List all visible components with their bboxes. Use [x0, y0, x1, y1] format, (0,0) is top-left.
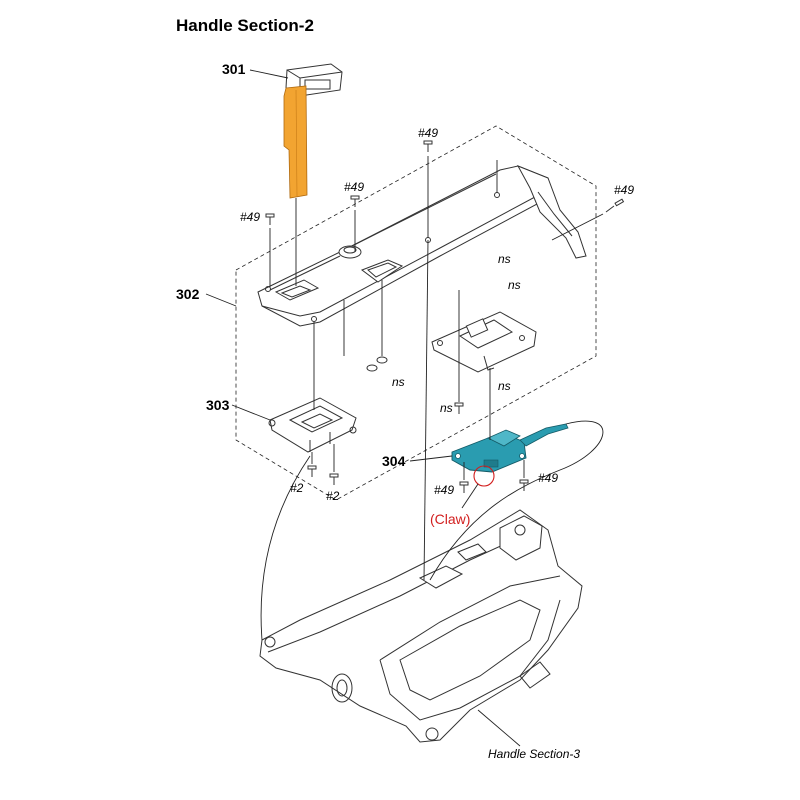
screw-49-right — [605, 198, 625, 213]
screw-49-lower-left — [459, 481, 469, 493]
label-claw: (Claw) — [430, 511, 470, 527]
label-screw-49-right: #49 — [614, 183, 634, 197]
label-ns-cover: ns — [498, 252, 511, 266]
label-ns-washer: ns — [392, 375, 405, 389]
part-303-bracket — [268, 397, 357, 453]
screw-49-mid-left — [350, 195, 360, 207]
label-screw-49-mid-left: #49 — [344, 180, 364, 194]
label-screw-49-lower-left: #49 — [434, 483, 454, 497]
label-screw-2-right: #2 — [326, 489, 340, 503]
assembly-302-boundary — [235, 125, 597, 501]
label-screw-2-left: #2 — [290, 481, 304, 495]
label-leaders — [205, 69, 521, 747]
screw-49-far-left — [265, 213, 275, 225]
label-part-301: 301 — [222, 61, 246, 77]
part-304-teal-module — [451, 423, 569, 473]
screw-49-top-center — [423, 140, 433, 152]
part-302-handle-cover — [257, 165, 587, 327]
label-screw-49-top-center: #49 — [418, 126, 438, 140]
label-ns-right: ns — [498, 379, 511, 393]
screw-2-left — [307, 465, 317, 477]
flex-cable-ribbon — [283, 85, 308, 199]
label-handle-section-3: Handle Section-3 — [488, 747, 580, 761]
label-ns-bracket: ns — [508, 278, 521, 292]
part-301-flex-cable — [283, 63, 343, 199]
label-ns-screw: ns — [440, 401, 453, 415]
screw-group — [265, 140, 625, 493]
label-part-302: 302 — [176, 286, 200, 302]
ns-bracket — [431, 311, 537, 373]
screw-ns — [454, 402, 464, 414]
label-screw-49-far-left: #49 — [240, 210, 260, 224]
screw-2-right — [329, 473, 339, 485]
handle-body-section-3 — [259, 509, 583, 743]
assembly-guide-lines — [260, 156, 604, 641]
label-screw-49-lower-right: #49 — [538, 471, 558, 485]
claw-leader — [461, 483, 479, 509]
claw-highlight-circle — [473, 465, 495, 487]
label-part-303: 303 — [206, 397, 230, 413]
label-part-304: 304 — [382, 453, 406, 469]
page-title: Handle Section-2 — [176, 16, 314, 35]
